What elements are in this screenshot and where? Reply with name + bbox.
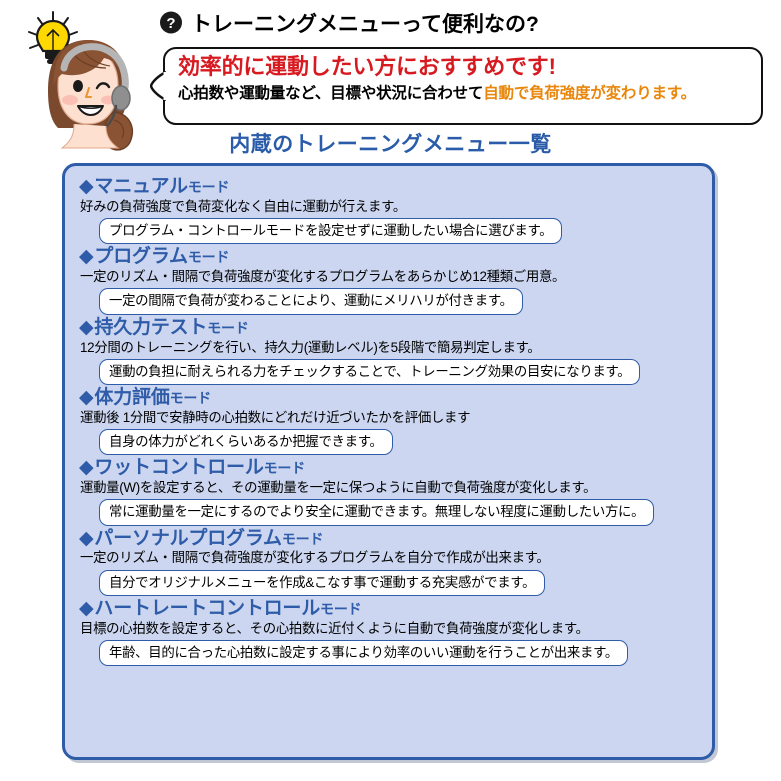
mode-description: 運動量(W)を設定すると、その運動量を一定に保つように自動で負荷強度が変化します…: [80, 480, 597, 496]
mode-suffix: モード: [263, 460, 306, 477]
mode-suffix: モード: [169, 389, 212, 406]
bubble-subtext-emphasis: 自動で負荷強度が変わります。: [483, 84, 696, 102]
mode-suffix: モード: [187, 179, 230, 195]
mode-description: 運動後 1分間で安静時の心拍数にどれだけ近づいたかを評価します: [80, 409, 471, 425]
mode-heading: ◆ハートレートコントロールモード: [79, 598, 698, 620]
mode-item: ◆体力評価モード 運動後 1分間で安静時の心拍数にどれだけ近づいたかを評価します…: [79, 387, 698, 456]
mode-item: ◆パーソナルプログラムモード 一定のリズム・間隔で負荷強度が変化するプログラムを…: [79, 528, 698, 596]
mode-callout: 自身の体力がどれくらいあるか把握できます。: [99, 428, 393, 456]
speech-bubble-tail: [149, 70, 167, 102]
mode-name: プログラム: [94, 246, 188, 268]
diamond-icon: ◆: [79, 527, 94, 549]
bubble-subtext-plain: 心拍数や運動量など、目標や状況に合わせて: [178, 84, 484, 102]
mode-heading: ◆体力評価モード: [79, 387, 698, 409]
bubble-subtext: 心拍数や運動量など、目標や状況に合わせて自動で負荷強度が変わります。: [178, 85, 761, 103]
mode-item: ◆ワットコントロールモード 運動量(W)を設定すると、その運動量を一定に保つよう…: [79, 457, 698, 526]
speech-bubble: 効率的に運動したい方におすすめです! 心拍数や運動量など、目標や状況に合わせて自…: [149, 47, 763, 125]
operator-woman-illustration: [18, 28, 154, 153]
mode-heading: ◆ワットコントロールモード: [79, 457, 698, 479]
mode-item: ◆持久力テストモード 12分間のトレーニングを行い、持久力(運動レベル)を5段階…: [79, 317, 698, 385]
mode-callout: 常に運動量を一定にするのでより安全に運動できます。無理しない程度に運動したい方に…: [99, 499, 655, 526]
diamond-icon: ◆: [79, 457, 94, 479]
mode-callout: 年齢、目的に合った心拍数に設定する事により効率のいい運動を行うことが出来ます。: [99, 639, 628, 667]
mode-description: 一定のリズム・間隔で負荷強度が変化するプログラムをあらかじめ12種類ご用意。: [80, 269, 566, 285]
mode-callout: 運動の負担に耐えられる力をチェックすることで、トレーニング効果の目安になります。: [99, 358, 641, 385]
mode-name: パーソナルプログラム: [94, 527, 282, 549]
question-mark-badge-icon: ?: [158, 11, 184, 37]
training-menu-panel: ◆マニュアルモード 好みの負荷強度で負荷変化なく自由に運動が行えます。 プログラ…: [62, 163, 715, 760]
lightbulb-icon: [16, 6, 90, 72]
question-text: トレーニングメニューって便利なの?: [191, 12, 539, 36]
mode-name: 持久力テスト: [94, 316, 208, 338]
mode-suffix: モード: [320, 600, 362, 617]
mode-name: 体力評価: [94, 386, 170, 408]
mode-description: 好みの負荷強度で負荷変化なく自由に運動が行えます。: [80, 198, 406, 214]
header-section: ? トレーニングメニューって便利なの? 効率的に運動したい方におすすめです! 心…: [0, 0, 781, 160]
diamond-icon: ◆: [79, 386, 94, 408]
mode-suffix: モード: [187, 249, 230, 266]
mode-heading: ◆持久力テストモード: [79, 317, 698, 339]
mode-description: 12分間のトレーニングを行い、持久力(運動レベル)を5段階で簡易判定します。: [80, 339, 541, 355]
question-line: ? トレーニングメニューって便利なの?: [158, 8, 539, 40]
mode-callout: 自分でオリジナルメニューを作成&こなす事で運動する充実感がでます。: [99, 569, 546, 596]
mode-name: ワットコントロール: [94, 457, 264, 479]
mode-heading: ◆マニュアルモード: [79, 176, 698, 198]
bubble-headline: 効率的に運動したい方におすすめです!: [178, 54, 556, 79]
mode-heading: ◆プログラムモード: [79, 246, 698, 268]
diamond-icon: ◆: [79, 597, 94, 619]
mode-name: マニュアル: [94, 176, 188, 197]
diamond-icon: ◆: [79, 176, 94, 197]
mode-callout: 一定の間隔で負荷が変わることにより、運動にメリハリが付きます。: [99, 288, 523, 315]
mode-suffix: モード: [207, 319, 249, 336]
svg-text:?: ?: [166, 15, 175, 32]
mode-description: 一定のリズム・間隔で負荷強度が変化するプログラムを自分で作成が出来ます。: [80, 550, 550, 566]
section-title: 内蔵のトレーニングメニュー一覧: [229, 133, 552, 156]
diamond-icon: ◆: [79, 246, 94, 268]
mode-name: ハートレートコントロール: [94, 597, 321, 619]
diamond-icon: ◆: [79, 316, 94, 338]
mode-item: ◆プログラムモード 一定のリズム・間隔で負荷強度が変化するプログラムをあらかじめ…: [79, 246, 698, 315]
mode-item: ◆マニュアルモード 好みの負荷強度で負荷変化なく自由に運動が行えます。 プログラ…: [79, 176, 698, 245]
mode-suffix: モード: [281, 530, 324, 547]
mode-heading: ◆パーソナルプログラムモード: [79, 528, 698, 550]
mode-item: ◆ハートレートコントロールモード 目標の心拍数を設定すると、その心拍数に近付くよ…: [79, 598, 698, 667]
mode-callout: プログラム・コントロールモードを設定せずに運動したい場合に選びます。: [99, 217, 563, 245]
mode-description: 目標の心拍数を設定すると、その心拍数に近付くように自動で負荷強度が変化します。: [80, 620, 589, 636]
